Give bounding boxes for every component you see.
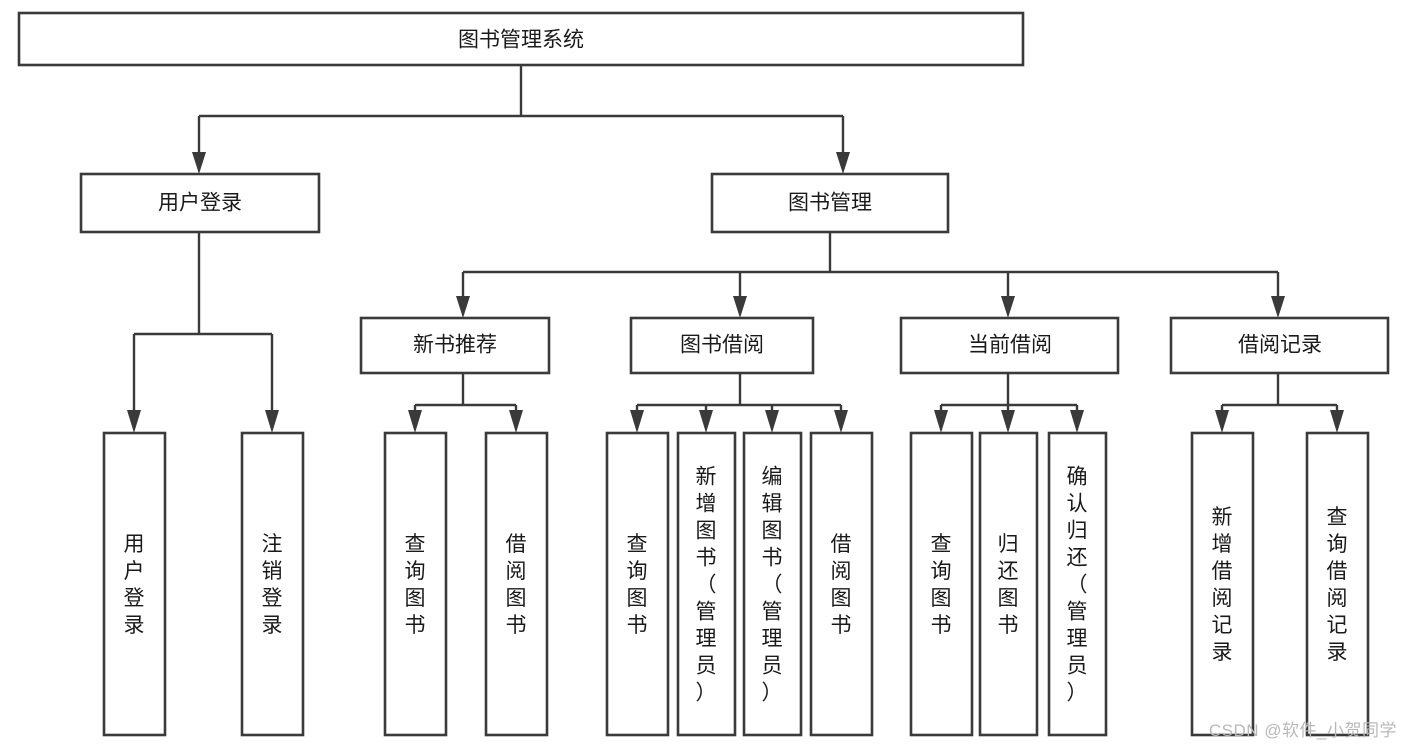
leaf-return-book[interactable]: 归还图书 (978, 431, 1039, 737)
arrowhead-leaf-borrow-book-1 (509, 410, 523, 433)
leaf-query-book-3[interactable]: 查询图书 (909, 431, 974, 737)
node-root-label: 图书管理系统 (458, 29, 584, 52)
arrowhead-leaf-query-book-2 (630, 410, 644, 433)
arrowhead-book-manage (836, 152, 850, 174)
leaf-add-book-label: 新增图书（管理员） (696, 466, 717, 705)
node-root-box[interactable] (17, 11, 1025, 67)
node-current-borrow-box[interactable] (899, 316, 1120, 375)
node-current-borrow-label: 当前借阅 (968, 334, 1052, 357)
leaf-edit-book-label: 编辑图书（管理员） (762, 466, 783, 705)
edge-group-user-login (127, 232, 279, 433)
arrowhead-leaf-return-book (1001, 410, 1015, 433)
arrowhead-leaf-query-book-3 (934, 410, 948, 433)
edge-group-borrow-record (1215, 373, 1344, 433)
leaf-query-book-3-label: 查询图书 (931, 533, 952, 637)
edge-group-book-borrow (630, 373, 848, 433)
leaf-add-record[interactable]: 新增借阅记录 (1190, 431, 1255, 737)
arrowhead-leaf-add-record (1215, 410, 1229, 433)
node-user-login-label: 用户登录 (158, 192, 242, 215)
arrowhead-user-login (192, 152, 206, 174)
arrowhead-leaf-add-book (699, 410, 713, 433)
leaf-confirm-return-box[interactable] (1047, 431, 1108, 737)
leaf-borrow-book-2-box[interactable] (809, 431, 874, 737)
arrowhead-borrow-record (1271, 296, 1285, 318)
leaf-edit-book[interactable]: 编辑图书（管理员） (742, 431, 803, 737)
leaf-query-book-3-box[interactable] (909, 431, 974, 737)
leaf-query-book-1-box[interactable] (383, 431, 448, 737)
node-book-manage[interactable]: 图书管理 (710, 172, 950, 234)
arrowhead-leaf-query-record (1330, 410, 1344, 433)
leaf-borrow-book-2[interactable]: 借阅图书 (809, 431, 874, 737)
arrowhead-leaf-borrow-book-2 (834, 410, 848, 433)
leaf-query-book-2[interactable]: 查询图书 (605, 431, 670, 737)
leaf-logout-label: 注销登录 (262, 533, 283, 637)
leaf-confirm-return[interactable]: 确认归还（管理员） (1047, 431, 1108, 737)
edge-group-current-borrow (934, 373, 1084, 433)
leaf-add-book-box[interactable] (676, 431, 737, 737)
leaf-confirm-return-label: 确认归还（管理员） (1067, 466, 1088, 705)
node-book-borrow-box[interactable] (629, 316, 815, 375)
arrowhead-current-borrow (1001, 296, 1015, 318)
leaf-query-book-1-label: 查询图书 (405, 533, 426, 637)
arrowhead-new-book (456, 296, 470, 318)
leaf-add-book[interactable]: 新增图书（管理员） (676, 431, 737, 737)
edge-group-book-manage (456, 232, 1285, 318)
edge-group-new-book (408, 373, 523, 433)
node-book-borrow-label: 图书借阅 (680, 334, 764, 357)
leaf-borrow-book-1-label: 借阅图书 (506, 533, 527, 637)
leaf-query-record-box[interactable] (1305, 431, 1370, 737)
arrowhead-leaf-edit-book (765, 410, 779, 433)
node-new-book-box[interactable] (359, 316, 551, 375)
leaf-return-book-label: 归还图书 (998, 533, 1019, 637)
node-user-login-box[interactable] (79, 172, 321, 234)
node-book-manage-box[interactable] (710, 172, 950, 234)
leaf-logout[interactable]: 注销登录 (240, 431, 305, 737)
leaf-edit-book-box[interactable] (742, 431, 803, 737)
leaf-query-book-2-label: 查询图书 (627, 533, 648, 637)
arrowhead-leaf-query-book-1 (408, 410, 422, 433)
node-book-manage-label: 图书管理 (788, 192, 872, 215)
leaf-user-login[interactable]: 用户登录 (102, 431, 167, 737)
node-new-book-label: 新书推荐 (413, 334, 497, 357)
leaf-query-book-1[interactable]: 查询图书 (383, 431, 448, 737)
leaf-user-login-box[interactable] (102, 431, 167, 737)
leaf-user-login-label: 用户登录 (124, 533, 145, 637)
leaf-query-record-label: 查询借阅记录 (1327, 506, 1348, 664)
node-borrow-record-label: 借阅记录 (1238, 334, 1322, 357)
node-current-borrow[interactable]: 当前借阅 (899, 316, 1120, 375)
node-user-login[interactable]: 用户登录 (79, 172, 321, 234)
leaf-return-book-box[interactable] (978, 431, 1039, 737)
node-new-book[interactable]: 新书推荐 (359, 316, 551, 375)
node-book-borrow[interactable]: 图书借阅 (629, 316, 815, 375)
leaf-borrow-book-2-label: 借阅图书 (831, 533, 852, 637)
arrowhead-leaf-user-login (127, 410, 141, 433)
leaf-add-record-label: 新增借阅记录 (1212, 506, 1233, 664)
leaf-borrow-book-1[interactable]: 借阅图书 (484, 431, 549, 737)
leaf-add-record-box[interactable] (1190, 431, 1255, 737)
leaf-query-book-2-box[interactable] (605, 431, 670, 737)
leaf-query-record[interactable]: 查询借阅记录 (1305, 431, 1370, 737)
arrowhead-leaf-logout (265, 410, 279, 433)
leaf-borrow-book-1-box[interactable] (484, 431, 549, 737)
arrowhead-book-borrow (733, 296, 747, 318)
node-root[interactable]: 图书管理系统 (17, 11, 1025, 67)
leaf-logout-box[interactable] (240, 431, 305, 737)
arrowhead-leaf-confirm-return (1070, 410, 1084, 433)
edge-group-root (192, 65, 850, 174)
node-borrow-record[interactable]: 借阅记录 (1169, 316, 1390, 375)
node-borrow-record-box[interactable] (1169, 316, 1390, 375)
